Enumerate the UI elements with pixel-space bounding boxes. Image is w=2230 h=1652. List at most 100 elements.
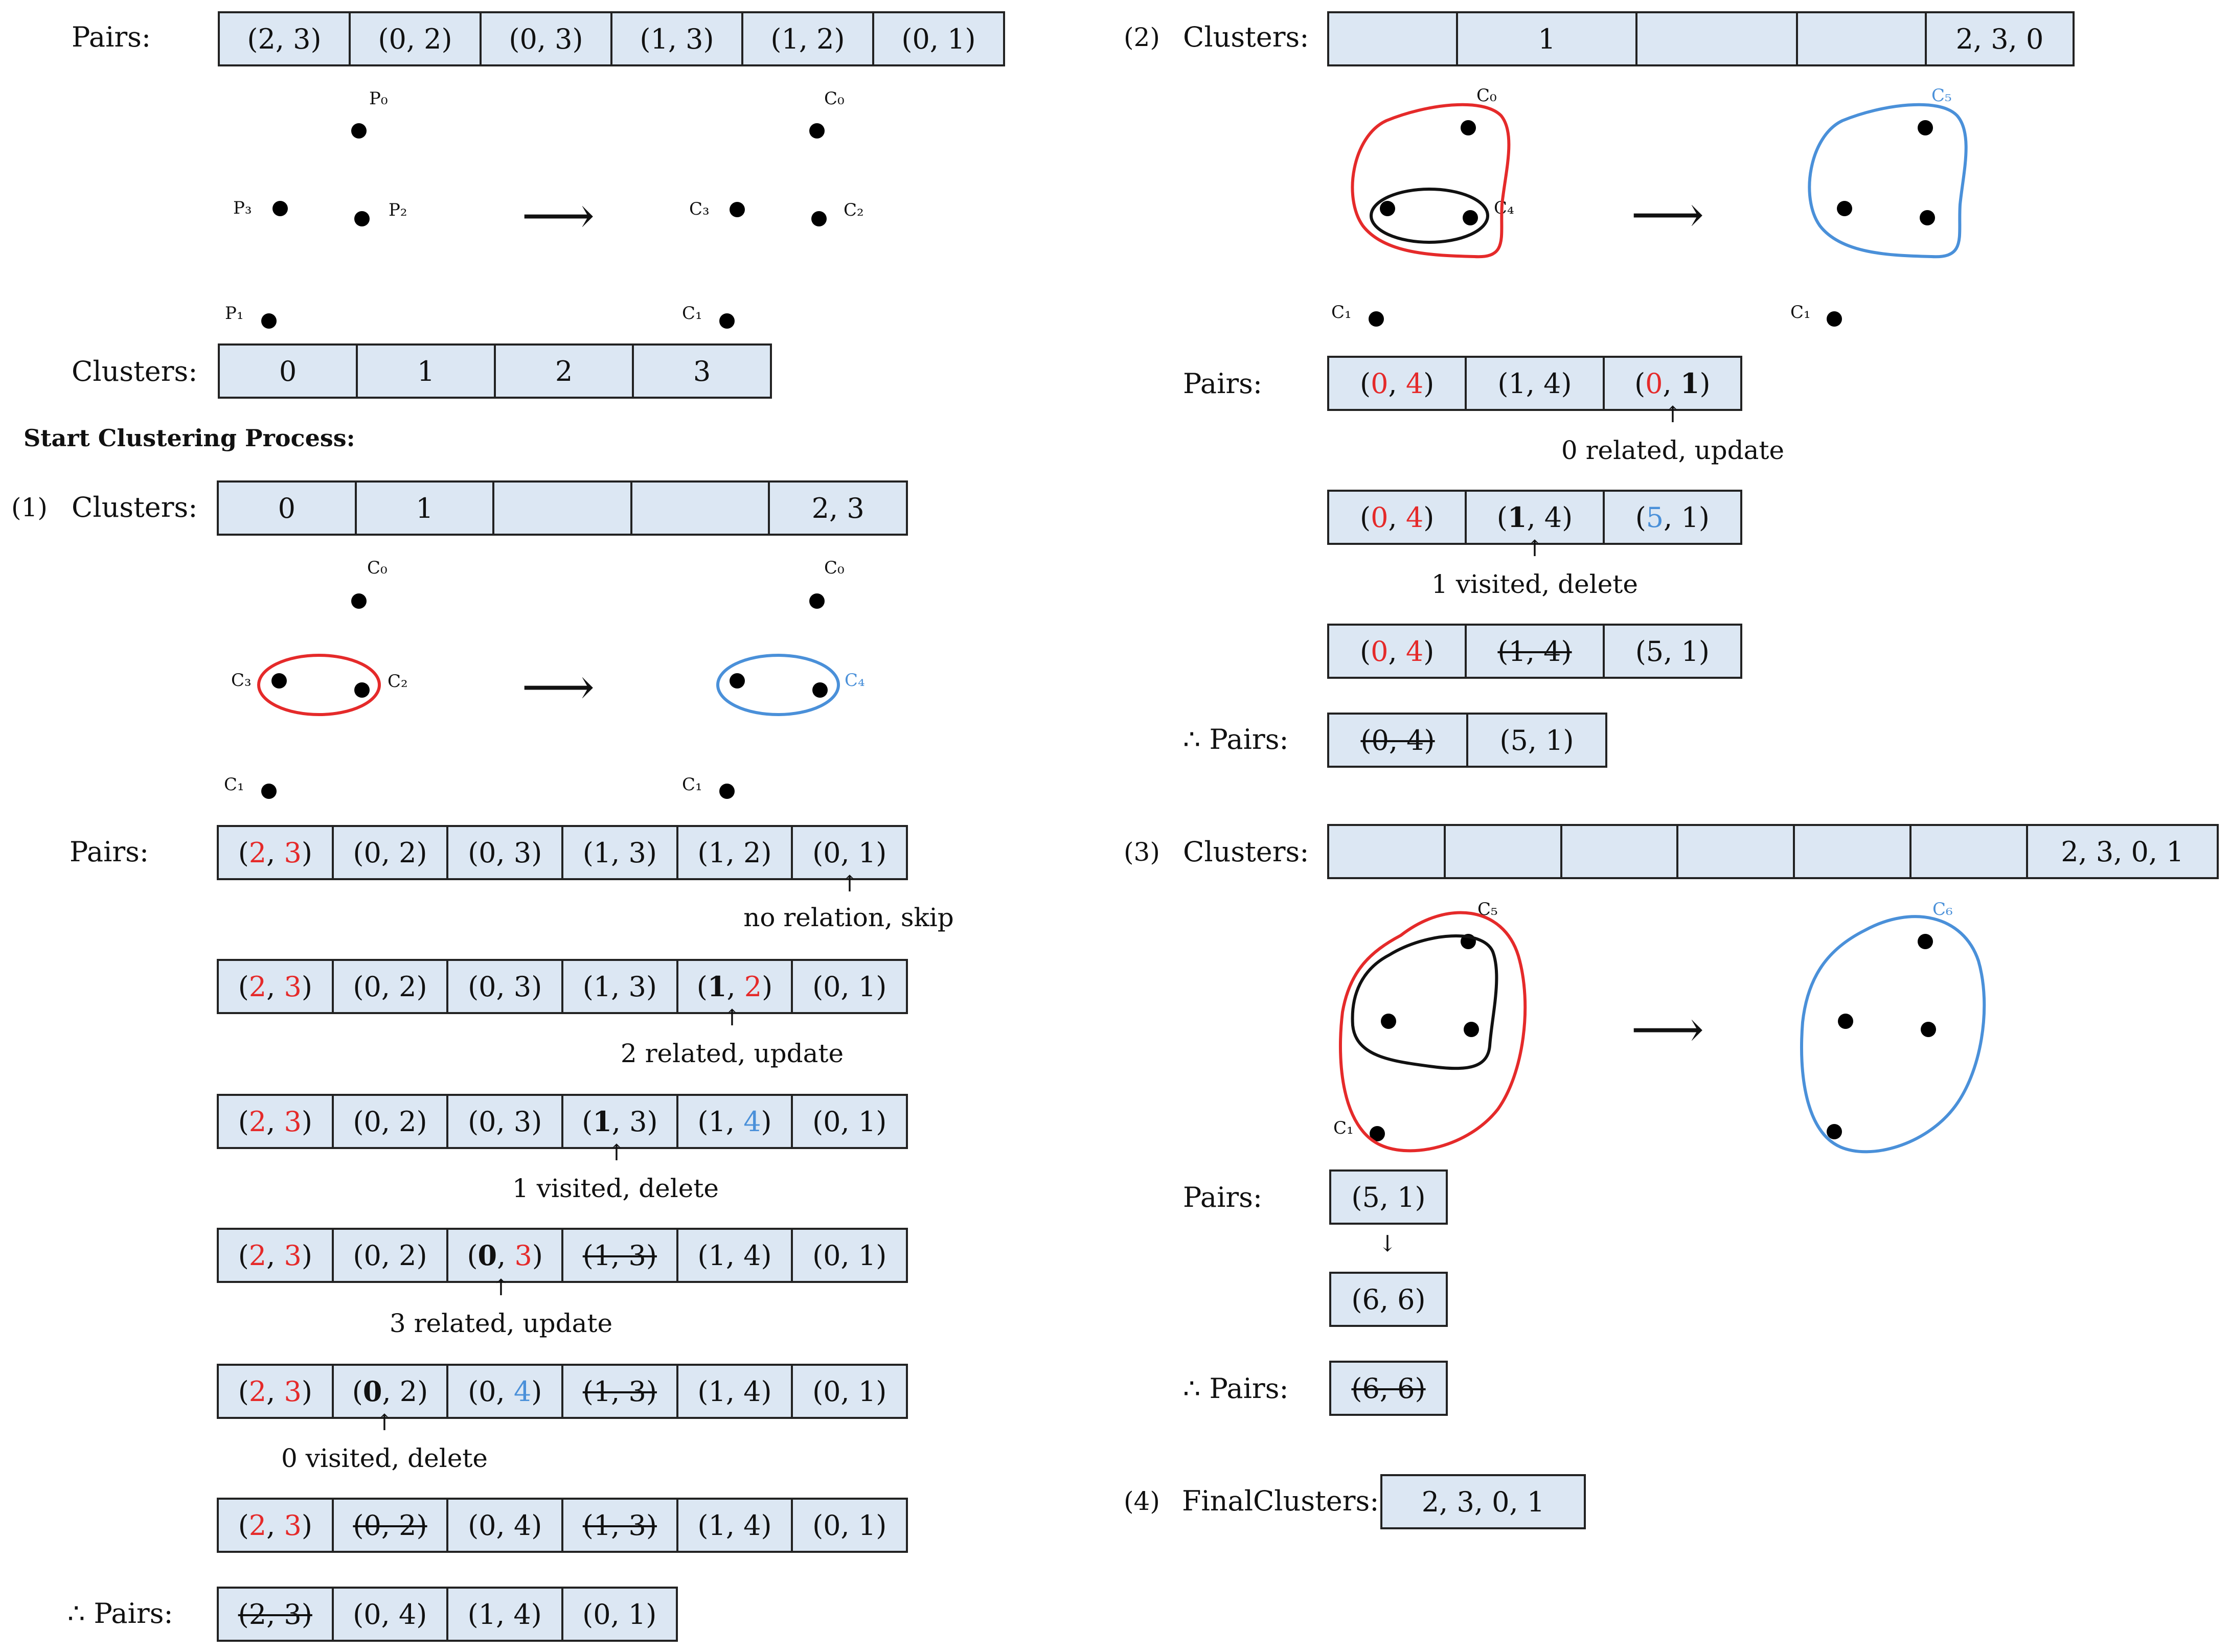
pairs-label: Pairs:	[72, 21, 151, 53]
table-cell: (0, 1)	[561, 1589, 676, 1640]
pairs-label: Pairs:	[1183, 1181, 1263, 1213]
table-cell: (2, 3)	[238, 1105, 312, 1138]
table-cell: (0, 3)	[446, 827, 561, 878]
clusters-label: Clusters:	[1183, 836, 1309, 868]
blue-number: 5	[1646, 501, 1664, 534]
table-cell: (2, 3)	[238, 1509, 312, 1542]
table-cell	[1676, 826, 1793, 877]
clusters-table-step1: 0 1 2, 3	[217, 480, 908, 536]
therefore-pairs-label: ∴ Pairs:	[1183, 1372, 1289, 1405]
right-arrow: ⟶	[1631, 185, 1704, 244]
table-cell: (0, 2)	[331, 961, 447, 1012]
point-label-c6: C₆	[1932, 899, 1953, 920]
table-cell: (1, 4)	[676, 1096, 791, 1147]
red-number: 4	[1405, 501, 1424, 534]
right-arrow: ⟶	[1631, 999, 1704, 1059]
table-cell: (0, 3)	[446, 961, 561, 1012]
red-number: 4	[1405, 367, 1424, 400]
point-label-c1: C₁	[1333, 1118, 1354, 1138]
pairs-table-s1-d: (2, 3) (0, 2) (0, 3) (1, 3) (1, 4) (0, 1…	[217, 1228, 908, 1283]
table-cell: (1, 4)	[446, 1589, 561, 1640]
point-label-c1: C₁	[682, 303, 702, 324]
table-cell: (0, 1)	[791, 1366, 906, 1417]
table-cell: (2, 3)	[238, 836, 312, 869]
step-number: (2)	[1124, 22, 1160, 52]
point-p0	[351, 123, 367, 139]
table-cell: (1, 2)	[676, 961, 791, 1012]
table-cell: (0, 1)	[791, 961, 906, 1012]
pairs-table-s1-a: (2, 3) (0, 2) (0, 3) (1, 3) (1, 2) (0, 1…	[217, 825, 908, 880]
point-c1	[1369, 311, 1384, 327]
table-cell: 1	[354, 483, 493, 534]
table-cell	[1793, 826, 1909, 877]
table-cell: (0, 1)	[872, 13, 1003, 64]
pairs-table-s2-c: (0, 4) (1, 4) (5, 1)	[1327, 624, 1742, 679]
point-c3	[1838, 1014, 1853, 1029]
red-number: 2	[248, 970, 267, 1003]
table-cell	[1909, 826, 2026, 877]
point-label-c1: C₁	[1790, 302, 1811, 323]
clusters-label: Clusters:	[72, 491, 198, 523]
table-cell: (0, 4)	[1360, 501, 1435, 534]
table-cell: (0, 1)	[791, 1230, 906, 1281]
point-label-c2: C₂	[388, 671, 408, 692]
pairs-table-s3-a: (5, 1)	[1329, 1169, 1448, 1225]
point-label-p0: P₀	[369, 88, 388, 109]
table-cell: 2, 3, 0, 1	[2026, 826, 2217, 877]
point-label-c0: C₀	[367, 558, 388, 578]
point-label-c1: C₁	[682, 774, 702, 795]
pairs-label: Pairs:	[1183, 368, 1263, 400]
note: 1 visited, delete	[512, 1174, 719, 1203]
note: 0 related, update	[1561, 435, 1785, 465]
point-c0	[1918, 934, 1933, 949]
table-cell: 1	[1455, 13, 1635, 64]
red-number: 3	[284, 1105, 302, 1138]
pairs-table-s1-e: (2, 3) (0, 2) (0, 4) (1, 3) (1, 4) (0, 1…	[217, 1364, 908, 1419]
pairs-table-s1-final: (2, 3) (0, 4) (1, 4) (0, 1)	[217, 1587, 678, 1642]
clusters-table-step2: 1 2, 3, 0	[1327, 11, 2075, 66]
merge-outline	[257, 654, 381, 716]
red-number: 3	[284, 1509, 302, 1542]
table-cell: 3	[632, 346, 770, 397]
point-c2	[1464, 1022, 1479, 1037]
merge-outline	[1338, 911, 1527, 1153]
table-cell: 2, 3	[768, 483, 906, 534]
table-cell: (0, 3)	[446, 1230, 561, 1281]
point-label-c5: C₅	[1931, 85, 1952, 106]
table-cell: (1, 3)	[561, 1500, 676, 1551]
point-c3	[1380, 201, 1395, 216]
new-cluster-outline	[716, 654, 840, 716]
red-number: 0	[1371, 501, 1389, 534]
point-label-c2: C₂	[844, 200, 864, 220]
table-cell: (0, 1)	[1602, 358, 1740, 409]
step-number: (1)	[11, 493, 48, 522]
table-cell: (0, 3)	[480, 13, 610, 64]
point-c3	[1381, 1014, 1396, 1029]
table-cell: (6, 6)	[1351, 1372, 1426, 1405]
table-cell: (1, 3)	[561, 1096, 676, 1147]
point-c0	[1918, 120, 1933, 135]
final-clusters-table: 2, 3, 0, 1	[1380, 1474, 1586, 1529]
red-number: 4	[1405, 635, 1424, 668]
table-cell	[630, 483, 768, 534]
up-arrow: ↑	[375, 1410, 394, 1436]
point-label-c4: C₄	[1494, 198, 1514, 218]
table-cell: (1, 2)	[676, 827, 791, 878]
table-cell: (1, 2)	[741, 13, 872, 64]
step-number: (3)	[1124, 837, 1160, 867]
note: 1 visited, delete	[1431, 569, 1638, 599]
point-c2	[1921, 1022, 1936, 1037]
section-heading: Start Clustering Process:	[24, 424, 355, 452]
table-cell: (5, 1)	[1351, 1181, 1426, 1213]
note: 2 related, update	[620, 1039, 844, 1068]
therefore-pairs-label: ∴ Pairs:	[1183, 723, 1289, 755]
cluster-outline	[1370, 188, 1489, 244]
red-number: 3	[284, 1239, 302, 1272]
down-arrow: ↓	[1378, 1231, 1397, 1257]
pairs-table-s2-final: (0, 4) (5, 1)	[1327, 713, 1607, 768]
table-cell	[1560, 826, 1677, 877]
right-arrow: ⟶	[521, 186, 595, 245]
point-label-p1: P₁	[225, 303, 244, 324]
